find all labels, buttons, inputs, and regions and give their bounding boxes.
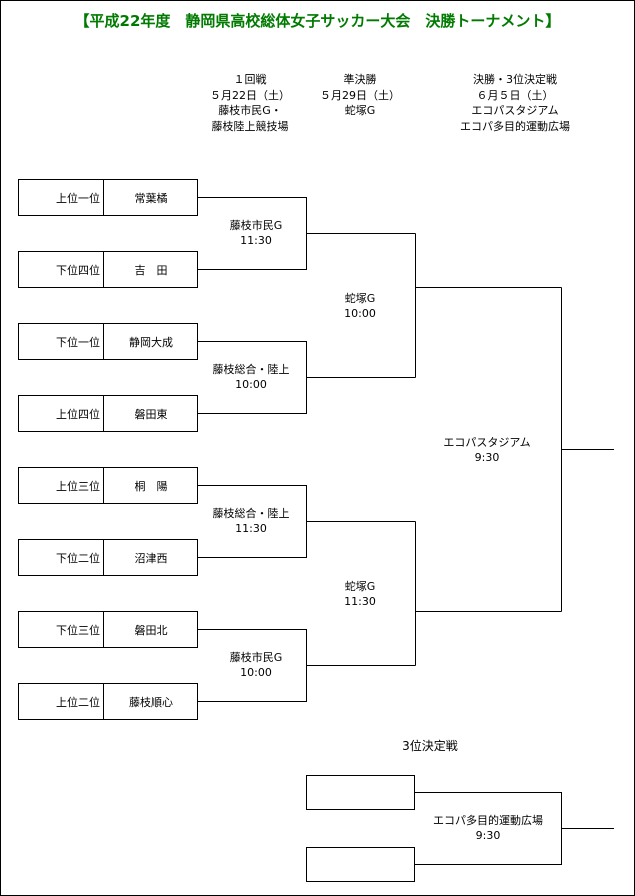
match-time: 11:30 [235, 522, 267, 535]
team-name: 沼津西 [134, 551, 168, 565]
team-box-6: 下位二位 沼津西 [18, 539, 198, 576]
match-time: 9:30 [475, 829, 501, 842]
team-seed: 下位三位 [19, 612, 104, 647]
match-time: 10:00 [344, 307, 376, 320]
match-label-r1-m3: 藤枝総合・陸上 11:30 [191, 506, 311, 536]
round1-name: １回戦 [233, 73, 267, 86]
match-time: 10:00 [235, 378, 267, 391]
match-venue: 蛇塚G [344, 292, 376, 305]
team-box-3: 下位一位 静岡大成 [18, 323, 198, 360]
match-venue: 藤枝総合・陸上 [212, 507, 290, 520]
round1-venue-line1: 藤枝市民G・ [218, 104, 282, 117]
match-time: 11:30 [344, 595, 376, 608]
team-box-8: 上位二位 藤枝順心 [18, 683, 198, 720]
match-label-sf2: 蛇塚G 11:30 [310, 579, 410, 609]
semifinal-date: ５月29日（土） [320, 88, 400, 102]
team-name: 磐田東 [134, 407, 168, 421]
match-time: 9:30 [474, 451, 500, 464]
match-label-r1-m1: 藤枝市民G 11:30 [196, 218, 316, 248]
team-name: 藤枝順心 [129, 695, 173, 709]
third-place-box-2 [306, 847, 415, 882]
match-venue: 藤枝市民G [229, 219, 283, 232]
round1-date: ５月22日（土） [210, 88, 290, 102]
team-name: 吉 田 [134, 263, 168, 277]
match-time: 11:30 [240, 234, 272, 247]
round1-header: １回戦 ５月22日（土） 藤枝市民G・ 藤枝陸上競技場 [190, 72, 310, 134]
match-venue: 藤枝市民G [229, 651, 283, 664]
match-label-final: エコパスタジアム 9:30 [417, 435, 557, 465]
match-label-r1-m2: 藤枝総合・陸上 10:00 [191, 362, 311, 392]
match-venue: エコパスタジアム [443, 436, 531, 449]
team-seed: 上位四位 [19, 396, 104, 431]
final-date: ６月５日（土） [476, 88, 554, 102]
page-title: 【平成22年度 静岡県高校総体女子サッカー大会 決勝トーナメント】 [74, 12, 561, 30]
semifinal-header: 準決勝 ５月29日（土） 蛇塚G [300, 72, 420, 119]
team-name: 常葉橘 [134, 191, 168, 205]
round1-venue-line2: 藤枝陸上競技場 [211, 119, 289, 133]
team-seed: 上位一位 [19, 180, 104, 215]
third-place-box-1 [306, 775, 415, 810]
semifinal-venue: 蛇塚G [344, 104, 376, 117]
team-box-7: 下位三位 磐田北 [18, 611, 198, 648]
team-box-5: 上位三位 桐 陽 [18, 467, 198, 504]
team-name: 桐 陽 [134, 479, 168, 493]
match-venue: 藤枝総合・陸上 [212, 363, 290, 376]
team-name: 静岡大成 [129, 335, 173, 349]
match-venue: エコパ多目的運動広場 [433, 814, 543, 827]
final-header: 決勝・3位決定戦 ６月５日（土） エコパスタジアム エコパ多目的運動広場 [430, 72, 600, 134]
final-venue-line2: エコパ多目的運動広場 [460, 119, 570, 133]
team-seed: 上位三位 [19, 468, 104, 503]
team-box-4: 上位四位 磐田東 [18, 395, 198, 432]
match-label-sf1: 蛇塚G 10:00 [310, 291, 410, 321]
team-name: 磐田北 [134, 623, 168, 637]
match-time: 10:00 [240, 666, 272, 679]
team-box-2: 下位四位 吉 田 [18, 251, 198, 288]
team-seed: 下位四位 [19, 252, 104, 287]
match-label-r1-m4: 藤枝市民G 10:00 [196, 650, 316, 680]
final-venue-line1: エコパスタジアム [471, 104, 559, 117]
match-label-third: エコパ多目的運動広場 9:30 [415, 813, 561, 843]
match-venue: 蛇塚G [344, 580, 376, 593]
team-seed: 上位二位 [19, 684, 104, 719]
final-name: 決勝・3位決定戦 [473, 73, 557, 86]
semifinal-name: 準決勝 [343, 73, 377, 86]
team-seed: 下位一位 [19, 324, 104, 359]
team-seed: 下位二位 [19, 540, 104, 575]
team-box-1: 上位一位 常葉橘 [18, 179, 198, 216]
third-place-heading: 3位決定戦 [402, 739, 458, 753]
